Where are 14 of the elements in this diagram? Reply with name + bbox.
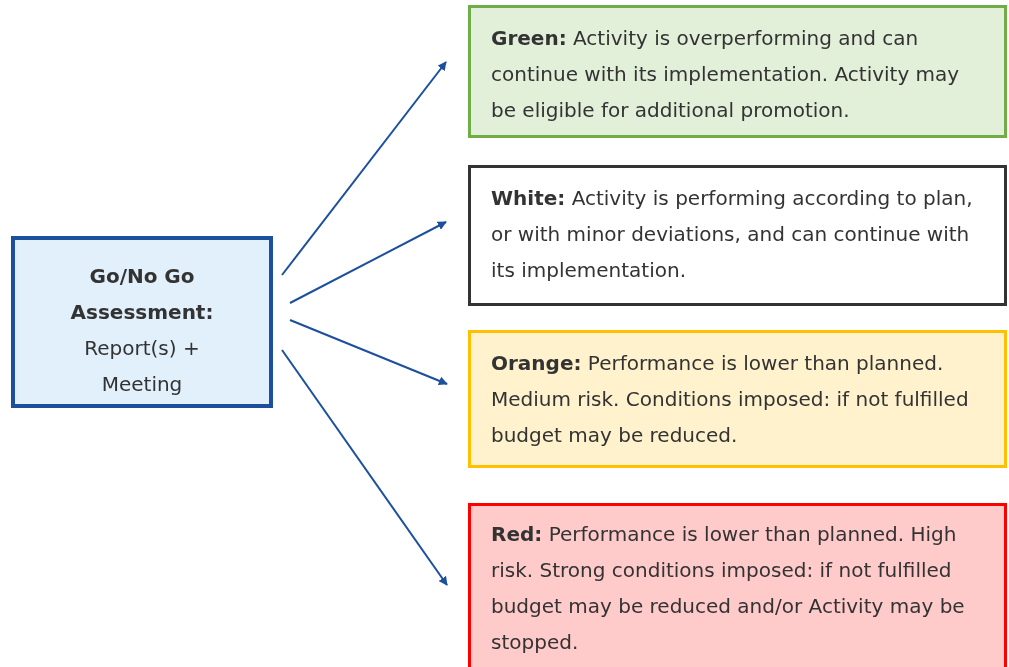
box-text: Red: Performance is lower than planned. High risk. Strong conditions imposed: if not fulfilled budget may be reduced and/or Activity may be stopped. (491, 521, 966, 656)
status-box (468, 165, 1007, 306)
assessment-box (11, 236, 273, 408)
box-text: Go/No Go Assessment: Report(s) + Meeting (69, 263, 215, 398)
status-box (468, 5, 1007, 138)
arrow (289, 221, 447, 304)
box-text: Orange: Performance is lower than planned. Medium risk. Conditions imposed: if not fulfilled budget may be reduced. (491, 350, 970, 449)
status-box (468, 503, 1007, 667)
arrow (281, 61, 447, 276)
box-text: White: Activity is performing according to plan, or with minor deviations, and can continue with its implementation. (491, 185, 974, 284)
status-box (468, 330, 1007, 468)
arrow (289, 319, 448, 386)
box-text: Green: Activity is overperforming and can continue with its implementation. Activity may be eligible for additional promotion. (491, 25, 961, 124)
arrow (281, 349, 448, 586)
